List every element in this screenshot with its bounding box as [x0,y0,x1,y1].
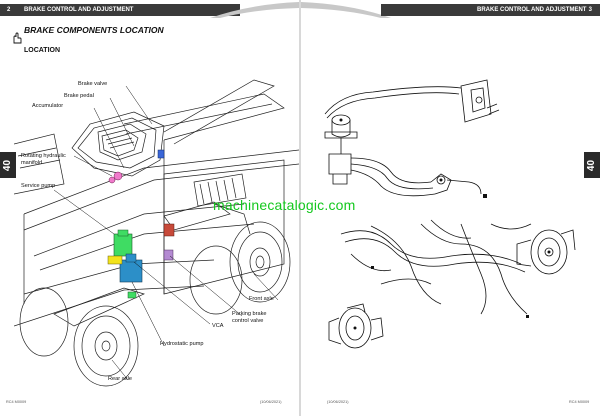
label-service-pump: Service pump [21,183,56,189]
left-header-bar: 2 BRAKE CONTROL AND ADJUSTMENT [0,4,240,16]
label-brake-pedal: Brake pedal [64,93,94,99]
rotating-manifold-highlight [113,171,123,181]
left-footer-code: RC4 M0009 [6,400,27,404]
label-rotating-manifold-line1: Rotating hydraulic [21,153,66,159]
label-hydrostatic-pump: Hydrostatic pump [160,341,204,347]
right-page-number: 3 [588,7,592,13]
left-page: 2 BRAKE CONTROL AND ADJUSTMENT 40 BRAKE … [0,0,299,416]
label-parking-valve-line2: control valve [232,318,264,324]
watermark-text: machinecatalogic.com [213,197,356,213]
header-swoosh-graphic-right [301,2,391,18]
label-parking-valve-line1: Parking brake [232,311,267,317]
pointing-hand-icon [13,32,22,44]
brake-components-diagram [324,79,576,349]
label-rear-axle: Rear axle [108,376,132,382]
parking-valve-highlight [163,249,174,261]
label-rotating-manifold-line2: manifold [21,160,43,166]
right-footer-date: (10/06/2021) [327,400,349,404]
label-brake-valve: Brake valve [78,81,108,87]
label-vca: VCA [212,323,224,329]
left-footer-date: (10/06/2021) [260,400,282,404]
label-front-axle: Front axle [249,296,274,302]
vca-highlight [107,255,123,265]
machine-chassis-illustration [14,79,299,387]
label-accumulator: Accumulator [32,103,64,109]
right-header-title: BRAKE CONTROL AND ADJUSTMENT [477,7,587,13]
page-gutter [299,0,301,416]
service-pump-highlight [113,233,133,257]
hydrostatic-pump-highlight [119,259,143,283]
left-page-number: 2 [7,7,11,13]
section-tab-left: 40 [0,152,16,178]
brake-valve-highlight [157,149,165,159]
front-axle-brake-highlight [163,223,175,237]
header-swoosh-graphic [210,2,299,18]
right-header-bar: BRAKE CONTROL AND ADJUSTMENT 3 [381,4,600,16]
right-page: BRAKE CONTROL AND ADJUSTMENT 3 40 [301,0,600,416]
subsection-title: LOCATION [24,47,61,54]
section-title: BRAKE COMPONENTS LOCATION [24,25,164,35]
right-footer-code: RC4 M0009 [569,400,590,404]
section-tab-right: 40 [584,152,600,178]
left-header-title: BRAKE CONTROL AND ADJUSTMENT [24,7,134,13]
